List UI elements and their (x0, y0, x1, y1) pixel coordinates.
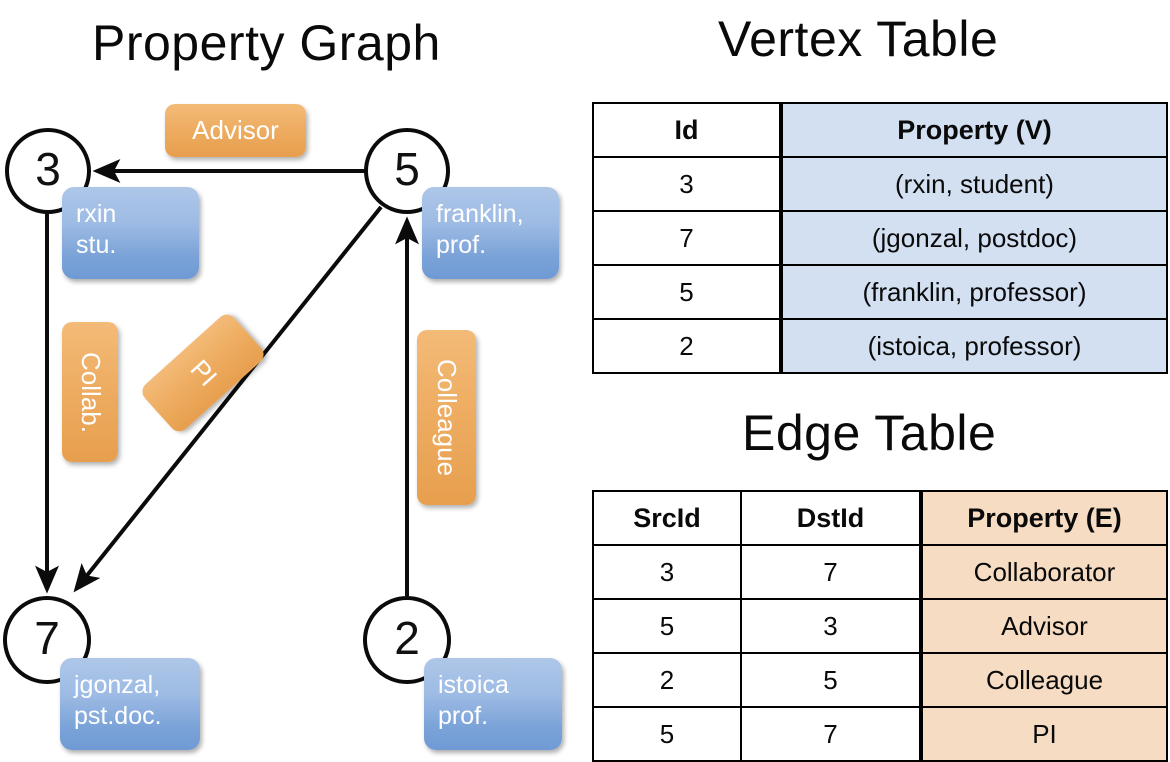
node-property-line-1: istoica (438, 671, 509, 699)
edge-property-cell: PI (919, 706, 1168, 762)
edge-property-cell: Collaborator (919, 544, 1168, 600)
edge-property-cell: Colleague (919, 652, 1168, 708)
vertex-property-cell: (jgonzal, postdoc) (779, 210, 1168, 266)
edge-label-pi-text: PI (183, 353, 223, 392)
vertex-id-cell: 5 (592, 264, 782, 320)
table-row: 5 3 Advisor (592, 598, 1168, 654)
table-row: 2 (istoica, professor) (592, 318, 1168, 374)
node-property-box-2: istoica prof. (424, 658, 562, 750)
graph-node-3-label: 3 (35, 143, 61, 195)
node-property-line-2: prof. (438, 701, 489, 730)
vertex-id-cell: 7 (592, 210, 782, 266)
edge-src-cell: 5 (592, 598, 742, 654)
vertex-table-header-id: Id (592, 102, 782, 158)
edge-5-to-7 (73, 205, 383, 593)
edge-label-colleague-text: Colleague (432, 358, 462, 477)
graph-edge-arrows (35, 159, 419, 596)
table-row: 2 5 Colleague (592, 652, 1168, 708)
edge-label-colleague: Colleague (417, 330, 476, 505)
edge-table: SrcId DstId Property (E) 3 7 Collaborato… (592, 490, 1168, 762)
page-title-vertex-table: Vertex Table (718, 11, 999, 67)
page-title-property-graph: Property Graph (92, 15, 441, 71)
node-property-box-5: franklin, prof. (422, 187, 559, 279)
edge-label-advisor: Advisor (165, 104, 306, 157)
page-title-edge-table: Edge Table (742, 405, 997, 461)
edge-dst-cell: 5 (740, 652, 922, 708)
table-row: 3 7 Collaborator (592, 544, 1168, 600)
vertex-table: Id Property (V) 3 (rxin, student) 7 (jgo… (592, 102, 1168, 374)
node-property-line-2: prof. (436, 230, 487, 259)
graph-node-5-label: 5 (394, 143, 420, 195)
node-property-box-7: jgonzal, pst.doc. (60, 658, 200, 750)
graph-node-3[interactable]: 3 (5, 128, 91, 214)
edge-table-header-dstid: DstId (740, 490, 922, 546)
graph-node-2-label: 2 (394, 612, 420, 664)
node-property-line-1: jgonzal, (74, 671, 161, 699)
edge-src-cell: 2 (592, 652, 742, 708)
edge-src-cell: 3 (592, 544, 742, 600)
edge-table-header-property: Property (E) (919, 490, 1168, 546)
edge-table-header-srcid: SrcId (592, 490, 742, 546)
table-row: 5 (franklin, professor) (592, 264, 1168, 320)
node-property-line-1: franklin, (436, 200, 524, 228)
graph-node-7-label: 7 (34, 612, 60, 664)
edge-dst-cell: 7 (740, 706, 922, 762)
vertex-id-cell: 2 (592, 318, 782, 374)
table-row: 7 (jgonzal, postdoc) (592, 210, 1168, 266)
edge-property-cell: Advisor (919, 598, 1168, 654)
vertex-id-cell: 3 (592, 156, 782, 212)
table-header-row: Id Property (V) (592, 102, 1168, 158)
node-property-box-3: rxin stu. (62, 187, 199, 279)
vertex-table-header-property: Property (V) (779, 102, 1168, 158)
edge-label-collab-text: Collab. (75, 351, 106, 433)
edge-label-collab: Collab. (62, 322, 118, 462)
node-property-line-2: pst.doc. (74, 701, 162, 730)
edge-label-advisor-text: Advisor (192, 115, 279, 145)
vertex-property-cell: (rxin, student) (779, 156, 1168, 212)
node-property-line-2: stu. (76, 230, 117, 259)
vertex-property-cell: (franklin, professor) (779, 264, 1168, 320)
table-row: 5 7 PI (592, 706, 1168, 762)
edge-src-cell: 5 (592, 706, 742, 762)
table-row: 3 (rxin, student) (592, 156, 1168, 212)
graph-node-5[interactable]: 5 (364, 128, 450, 214)
edge-dst-cell: 3 (740, 598, 922, 654)
property-graph-diagram: 3 5 7 2 rxin stu. franklin, prof. jgonza… (0, 90, 580, 760)
edge-dst-cell: 7 (740, 544, 922, 600)
table-header-row: SrcId DstId Property (E) (592, 490, 1168, 546)
node-property-line-1: rxin (76, 200, 117, 228)
vertex-property-cell: (istoica, professor) (779, 318, 1168, 374)
